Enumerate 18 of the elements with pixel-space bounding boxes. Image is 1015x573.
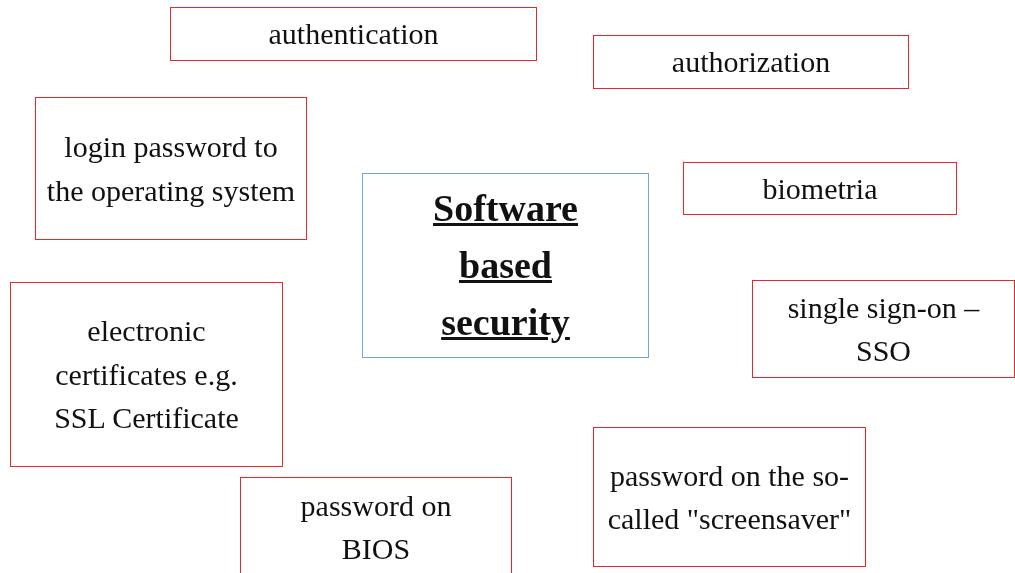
concept-label: password on BIOS	[299, 487, 453, 567]
concept-box	[35, 97, 307, 240]
concept-box	[683, 162, 957, 215]
concept-label: login password to the operating system	[46, 129, 296, 209]
concept-box	[593, 427, 866, 567]
concept-box	[10, 282, 283, 467]
concept-label: authorization	[671, 44, 831, 81]
topic-box	[362, 173, 649, 358]
concept-label: biometria	[762, 170, 878, 207]
concept-box	[752, 280, 1015, 378]
concept-box	[240, 477, 512, 573]
concept-label: password on the so-called "screensaver"	[606, 457, 853, 537]
concept-label: authentication	[268, 16, 439, 53]
topic-title: Software based security	[432, 186, 579, 345]
concept-box	[170, 7, 537, 61]
concept-box	[593, 35, 909, 89]
concept-label: electronic certificates e.g. SSL Certificate	[53, 313, 240, 437]
concept-label: single sign-on – SSO	[786, 289, 981, 369]
